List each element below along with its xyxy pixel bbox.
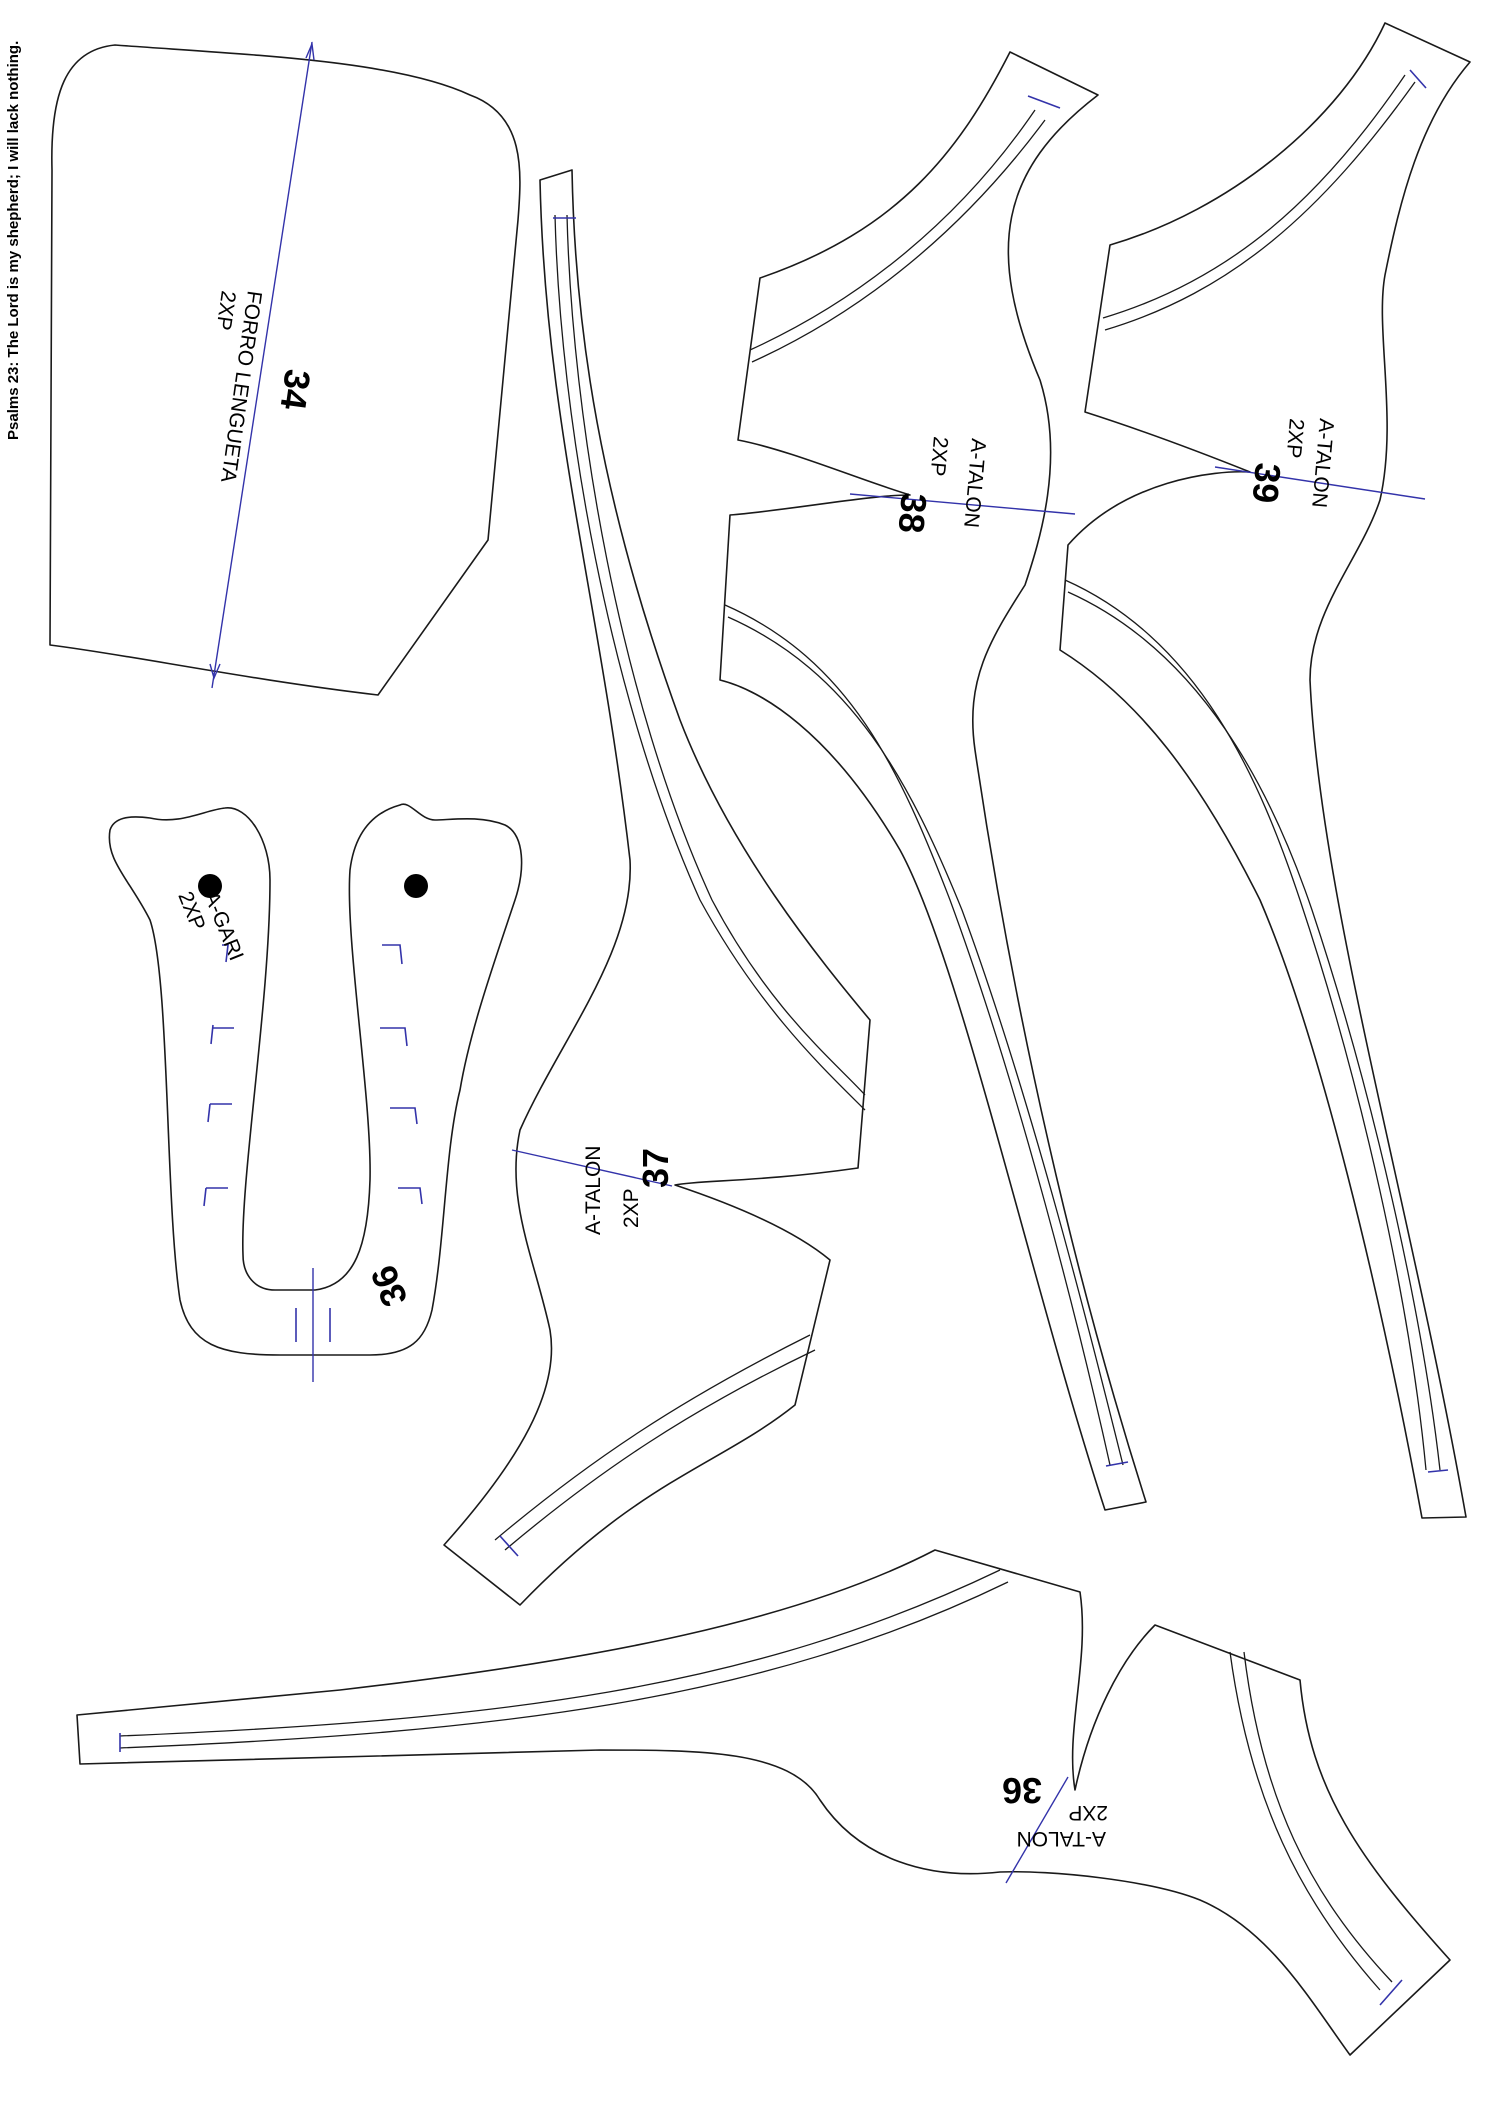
piece-36-talon-mark-right (1379, 1979, 1403, 2006)
piece-37-grain-line (511, 1149, 673, 1187)
piece-39-number: 39 (1245, 461, 1289, 504)
piece-38-outline (719, 51, 1147, 1511)
piece-36-talon-seam-a (119, 1569, 1001, 1737)
piece-38-name: A-TALON (959, 438, 990, 529)
piece-38-seam-top-a (749, 109, 1036, 351)
piece-37-name: A-TALON (582, 1146, 605, 1235)
piece-34-outline (49, 44, 521, 696)
piece-36-gari-tick-r1 (382, 944, 403, 965)
piece-39-mark-top (1409, 69, 1427, 89)
piece-38-grain-line (849, 493, 1076, 515)
piece-38-seam-long-b (727, 616, 1124, 1466)
piece-34-qty: 2XP (212, 289, 240, 332)
piece-36-gari-outline (108, 803, 523, 1356)
piece-38-a-talon: 38 A-TALON 2XP (719, 51, 1147, 1511)
piece-36-talon-number: 36 (1002, 1770, 1042, 1811)
piece-36-gari-tick-l7 (203, 1187, 207, 1207)
piece-37-outline (443, 169, 871, 1606)
piece-38-seam-long-a (724, 604, 1111, 1466)
piece-36-gari-tick-r4 (398, 1187, 423, 1205)
piece-37-seam-lower-a (494, 1334, 811, 1541)
piece-38-mark-bottom (1105, 1461, 1129, 1467)
piece-38-mark-top (1027, 95, 1061, 109)
piece-37-seam-lower-b (504, 1349, 816, 1551)
piece-34-grain-arrow-bottom (209, 663, 221, 681)
piece-36-talon-seam-b (119, 1581, 1009, 1749)
header-verse: Psalms 23: The Lord is my shepherd; I wi… (5, 41, 22, 440)
piece-39-mark-bottom (1427, 1469, 1449, 1473)
piece-36-gari-tick-r2 (380, 1027, 408, 1047)
piece-36-talon-outline (76, 1549, 1451, 2056)
piece-36-gari-tick-l5 (210, 1024, 214, 1045)
piece-36-talon-name: A-TALON (1017, 1827, 1106, 1850)
piece-39-name: A-TALON (1307, 418, 1338, 509)
piece-37-qty: 2XP (620, 1188, 643, 1228)
piece-34-forro-lengueta: 34 FORRO LENGUETA 2XP (49, 41, 521, 696)
piece-36-hole-right (404, 874, 428, 898)
piece-36-talon-seam-c (1229, 1651, 1381, 1991)
piece-34-grain-line (211, 41, 313, 689)
piece-36-hole-left (198, 874, 222, 898)
piece-39-seam-long-b (1067, 591, 1441, 1471)
piece-37-number: 37 (635, 1148, 676, 1188)
piece-37-a-talon: 37 A-TALON 2XP (443, 169, 871, 1606)
piece-39-seam-top-b (1104, 81, 1416, 331)
piece-36-a-talon: 36 2XP A-TALON (76, 1549, 1451, 2056)
piece-38-qty: 2XP (926, 436, 952, 478)
piece-38-number: 38 (891, 491, 935, 534)
piece-36-a-gari: A-GARI 2XP 36 (108, 803, 523, 1382)
piece-37-seam-inner-a (554, 214, 866, 1111)
piece-39-grain-line (1214, 466, 1426, 500)
piece-39-qty: 2XP (1282, 418, 1308, 460)
piece-36-talon-seam-d (1243, 1651, 1393, 1983)
piece-39-seam-top-a (1102, 74, 1406, 319)
piece-36-talon-qty: 2XP (1068, 1801, 1108, 1824)
piece-37-seam-inner-b (566, 214, 866, 1096)
piece-36-gari-tick-l6 (207, 1103, 211, 1123)
piece-36-gari-tick-l1 (222, 944, 229, 963)
piece-39-outline (1059, 22, 1471, 1519)
piece-38-seam-top-b (751, 119, 1046, 363)
piece-37-mark-bottom (499, 1535, 519, 1557)
piece-39-seam-long-a (1064, 579, 1427, 1471)
piece-36-gari-number: 36 (362, 1260, 415, 1312)
piece-39-a-talon: 39 A-TALON 2XP (1059, 22, 1471, 1519)
piece-36-gari-tick-r3 (390, 1107, 418, 1125)
piece-36-talon-grain-line (1005, 1776, 1069, 1884)
piece-34-grain-arrow-top (305, 41, 315, 61)
piece-34-number: 34 (273, 367, 319, 412)
